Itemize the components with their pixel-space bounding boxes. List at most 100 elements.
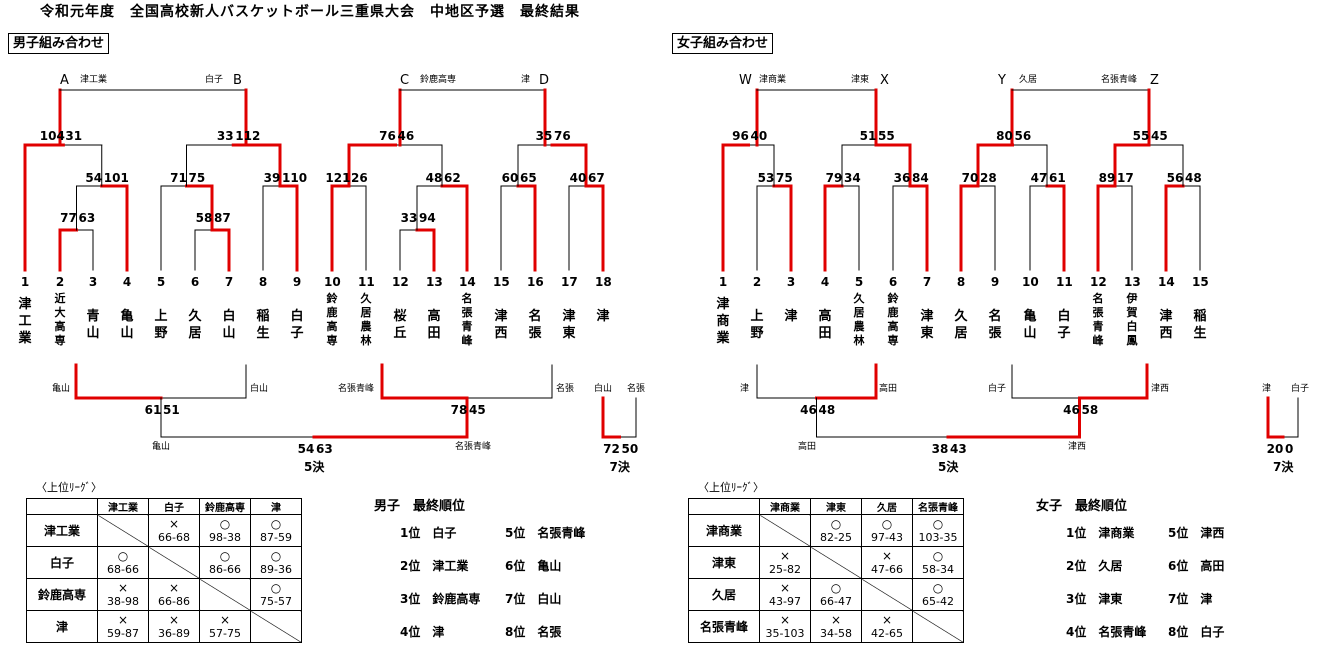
seed-number: 4 [820,275,830,289]
score-left: 46 [800,403,817,417]
group-letter: A [60,73,69,88]
cons-label: 名張 [556,384,575,394]
league-col-header: 名張青峰 [912,498,964,515]
score-left: 54 [297,442,315,456]
league-cell: ○87-59 [250,514,302,547]
score-right: 76 [554,129,571,143]
group-letter: D [539,73,550,88]
score-right: 48 [818,403,836,417]
seed-number: 7 [224,275,234,289]
league-cell: ○89-36 [250,546,302,579]
seed-number: 2 [752,275,762,289]
seed-number: 3 [786,275,796,289]
seed-number: 5 [156,275,166,289]
score-right: 58 [1081,403,1099,417]
league-row-header: 津工業 [26,514,98,547]
league-cell: ○66-47 [810,578,862,611]
score-right: 55 [878,129,895,143]
seed-number: 18 [595,275,612,289]
league-cell: ×35-103 [759,610,811,643]
seed-number: 6 [888,275,898,289]
league-cell: ×66-86 [148,578,200,611]
cons-label: 亀山 [52,384,71,394]
league-col-header: 津 [250,498,302,515]
score-left: 55 [1132,129,1150,143]
league-cell: ○103-35 [912,514,964,547]
score-left: 20 [1266,442,1284,456]
league-cell: ○75-57 [250,578,302,611]
seed-number: 14 [459,275,476,289]
boys-ranking-title: 男子 最終順位 [374,499,466,514]
cons-label: 名張青峰 [338,384,375,394]
group-letter: X [880,73,889,88]
score-left: 71 [170,171,187,185]
league-col-header: 鈴鹿高専 [199,498,251,515]
league-corner [688,498,760,515]
team-name: 津 東 [920,309,934,341]
girls-rank: 2位 久居 [1066,559,1123,573]
score-right: 50 [621,442,639,456]
cons-caption: 5決 [938,460,959,474]
girls-league-caption: 〈上位ﾘｰｸﾞ〉 [698,481,764,494]
group-team-label: 津 [521,75,531,85]
team-name: 白 山 [222,309,236,341]
score-right: 56 [1014,129,1032,143]
seed-number: 12 [392,275,409,289]
score-left: 46 [1063,403,1080,417]
league-diagonal-cell [250,610,302,643]
girls-rank: 8位 白子 [1168,625,1225,639]
page-title: 令和元年度 全国高校新人バスケットボール三重県大会 中地区予選 最終結果 [40,4,580,20]
group-team-label: 津商業 [759,75,787,85]
team-name: 久 居 [954,309,968,341]
cons-label: 白山 [250,384,269,394]
group-team-label: 名張青峰 [1101,75,1138,85]
league-row-header: 津東 [688,546,760,579]
league-diagonal-cell [810,546,862,579]
score-right: 112 [235,129,261,143]
team-name: 名 張 青 峰 [461,292,473,347]
league-col-header: 白子 [148,498,200,515]
league-cell: ○98-38 [199,514,251,547]
score-left: 96 [732,129,749,143]
score-left: 47 [1030,171,1048,185]
score-left: 51 [859,129,877,143]
team-name: 近 大 高 専 [54,292,66,347]
seed-number: 5 [854,275,864,289]
seed-number: 12 [1090,275,1107,289]
score-right: 28 [980,171,997,185]
team-name: 津 [596,309,610,324]
league-row-header: 津商業 [688,514,760,547]
score-right: 65 [520,171,537,185]
score-right: 0 [1285,442,1294,456]
cons-caption: 7決 [1273,460,1294,474]
league-cell: ○68-66 [97,546,149,579]
league-cell: ×25-82 [759,546,811,579]
group-team-label: 津工業 [80,75,108,85]
team-name: 高 田 [818,309,832,341]
team-name: 上 野 [154,309,168,341]
seed-number: 15 [1192,275,1209,289]
cons-caption: 7決 [609,460,630,474]
league-cell: ×59-87 [97,610,149,643]
score-right: 45 [1151,129,1168,143]
score-left: 54 [85,171,103,185]
team-name: 高 田 [427,309,441,341]
seed-number: 4 [122,275,132,289]
team-name: 桜 丘 [393,309,407,341]
team-name: 上 野 [750,309,764,341]
cons-label: 名張青峰 [455,442,492,452]
team-name: 白 子 [1057,309,1071,341]
score-left: 35 [535,129,553,143]
score-left: 76 [379,129,396,143]
cons-label: 亀山 [152,442,171,452]
boys-rank: 6位 亀山 [505,559,562,573]
team-name: 津 商 業 [716,297,730,346]
seed-number: 13 [1124,275,1141,289]
seed-number: 6 [190,275,200,289]
team-name: 名 張 [988,309,1002,341]
team-name: 亀 山 [120,309,134,341]
league-row-header: 名張青峰 [688,610,760,643]
team-name: 青 山 [86,309,100,341]
team-name: 亀 山 [1023,309,1037,341]
